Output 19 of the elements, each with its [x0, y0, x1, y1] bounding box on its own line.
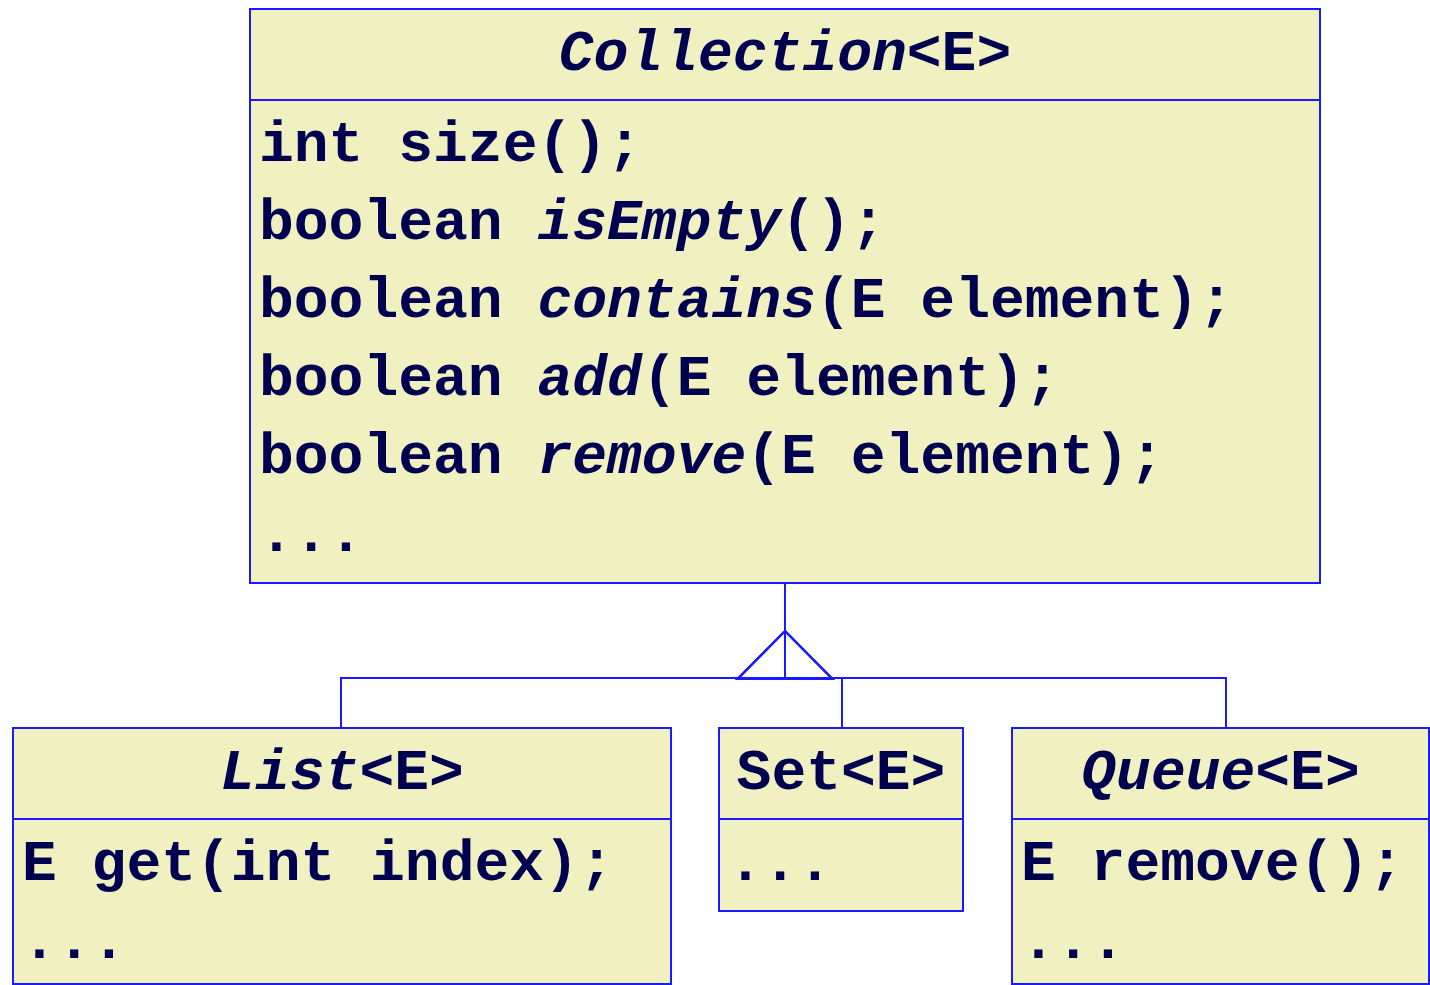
class-box [718, 727, 964, 912]
method-signature: int size(); [259, 112, 642, 180]
method-signature: E get(int index); [22, 831, 614, 899]
class-name: List<E> [220, 740, 464, 808]
class-name: Queue<E> [1081, 740, 1360, 808]
class-name: Collection<E> [558, 21, 1012, 89]
method-signature: boolean add(E element); [259, 346, 1060, 414]
class-box [12, 727, 672, 985]
method-signature: ... [22, 909, 127, 977]
class-name: Set<E> [736, 740, 946, 808]
method-signature: E remove(); [1021, 831, 1404, 899]
method-signature: boolean remove(E element); [259, 424, 1164, 492]
class-box [1011, 727, 1430, 985]
method-signature: boolean contains(E element); [259, 268, 1234, 336]
method-signature: ... [728, 831, 833, 899]
class-box [249, 8, 1321, 584]
method-signature: ... [1021, 909, 1126, 977]
method-signature: boolean isEmpty(); [259, 190, 886, 258]
method-signature: ... [259, 502, 364, 570]
